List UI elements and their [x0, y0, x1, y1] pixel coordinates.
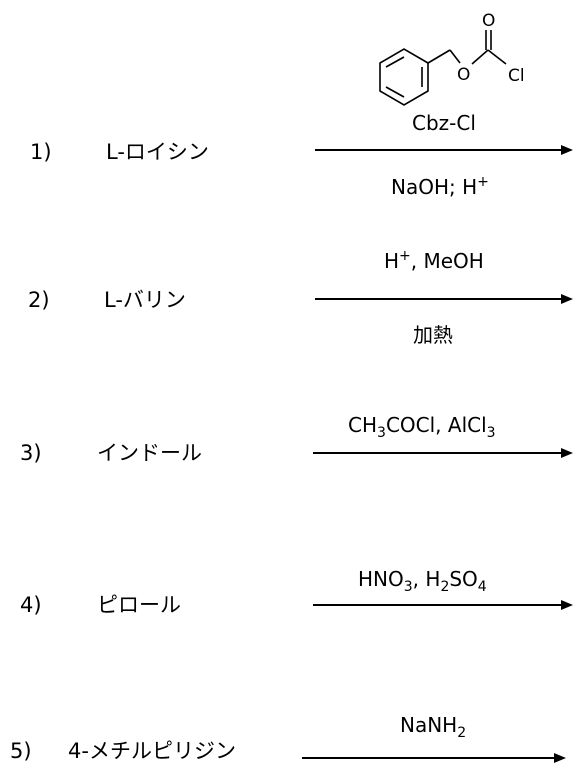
benzene-ring — [379, 48, 429, 106]
reaction-4-substrate: ピロール — [97, 593, 181, 617]
reaction-3-arrow — [313, 446, 573, 460]
reaction-3-reagent-above: CH3COCl, AlCl3 — [348, 413, 496, 441]
o-ether-label: O — [457, 65, 470, 85]
reaction-5-reagent-above: NaNH2 — [400, 713, 467, 741]
ring-double-bond-3 — [385, 86, 405, 98]
reaction-5-number: 5) — [10, 739, 32, 763]
bond-o-c — [471, 49, 489, 65]
cl-label: Cl — [508, 66, 525, 86]
reaction-2-substrate: L-バリン — [104, 288, 186, 312]
reaction-4-number: 4) — [20, 593, 42, 617]
reaction-2-reagent-above: H+, MeOH — [384, 248, 484, 273]
reaction-2-arrow — [315, 292, 573, 306]
cbz-cl-structure: O O Cl — [379, 11, 525, 106]
reaction-2-reagent-below: 加熱 — [413, 323, 453, 347]
reaction-4-reagent-above: HNO3, H2SO4 — [358, 567, 487, 595]
reaction-5-substrate: 4-メチルピリジン — [68, 739, 236, 763]
o-carbonyl-label: O — [482, 11, 495, 31]
reaction-1-reagent-below: NaOH; H+ — [391, 174, 489, 199]
reaction-3-substrate: インドール — [97, 441, 202, 465]
reaction-1-reagent-above: Cbz-Cl — [412, 111, 476, 135]
bond-ring-ch2 — [427, 49, 451, 64]
reaction-2-number: 2) — [28, 288, 50, 312]
reaction-1-arrow — [315, 143, 573, 157]
reaction-5-arrow — [302, 751, 566, 765]
ring-double-bond-1 — [385, 56, 405, 68]
reaction-3-number: 3) — [20, 441, 42, 465]
reaction-4-arrow — [313, 598, 573, 612]
reaction-1-substrate: L-ロイシン — [106, 140, 209, 164]
bond-c-cl — [487, 49, 507, 65]
reaction-1-number: 1) — [30, 140, 52, 164]
bond-ch2-o — [449, 49, 461, 64]
